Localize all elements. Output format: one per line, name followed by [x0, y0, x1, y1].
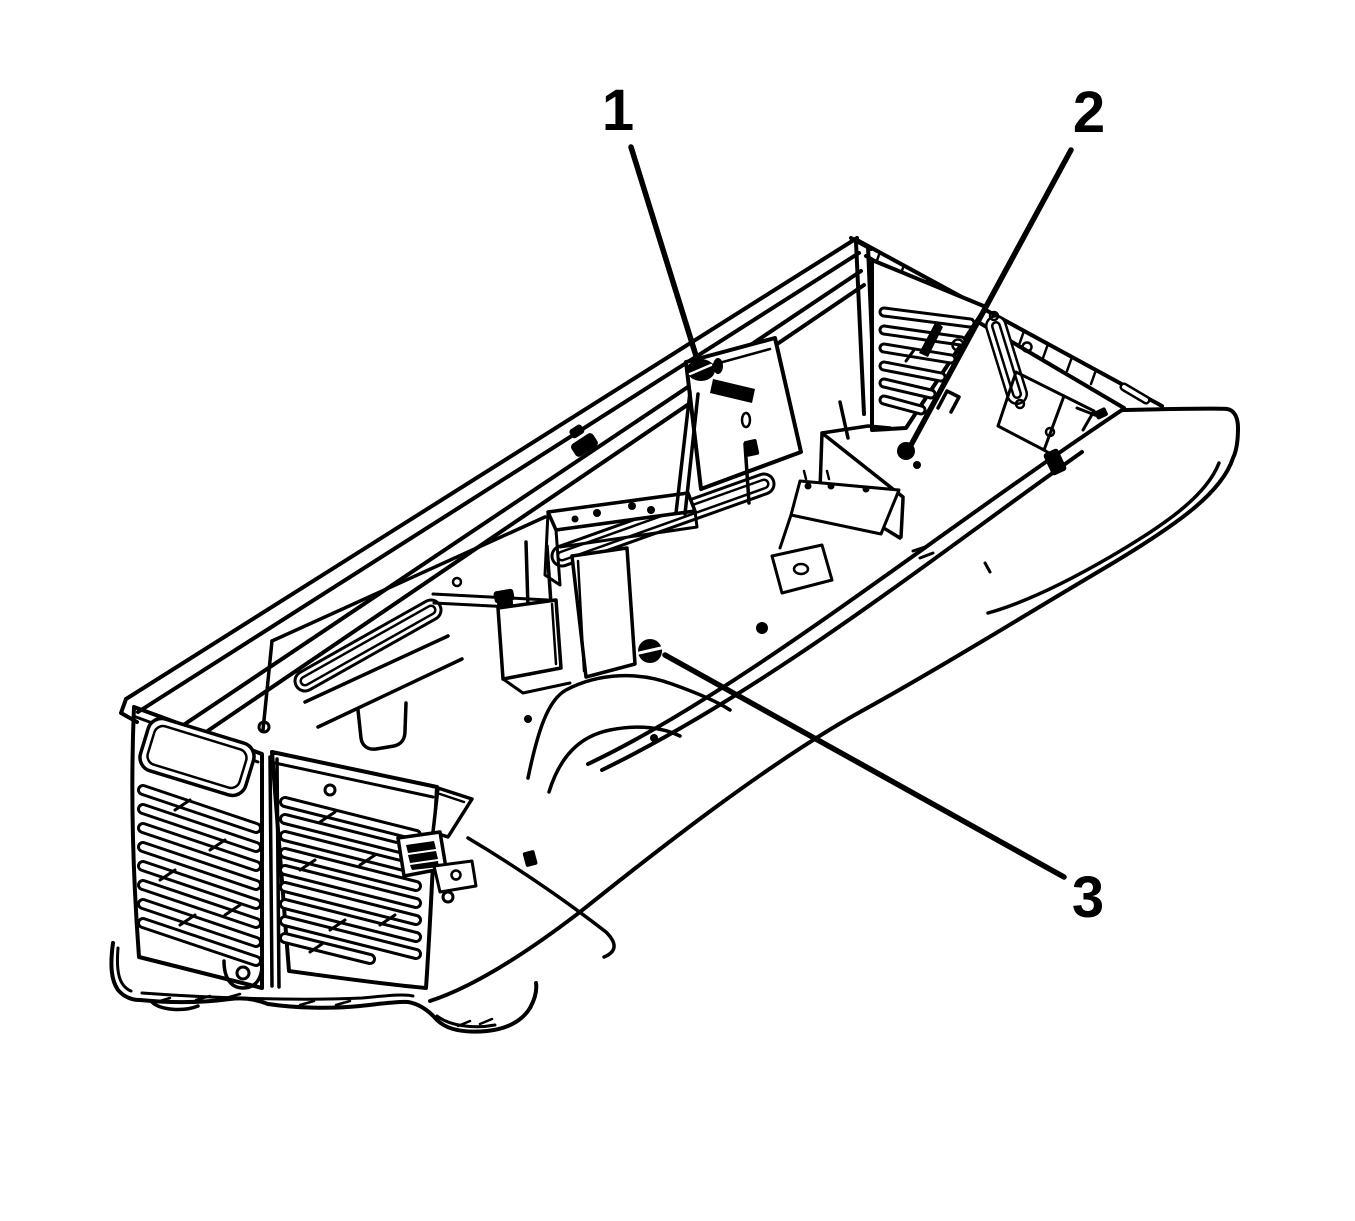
lower-bracket-stud	[756, 622, 768, 634]
callout-1: 1	[602, 78, 700, 362]
callout-1-label: 1	[602, 78, 634, 143]
bracket-cluster	[431, 336, 901, 695]
floor-stud	[650, 734, 658, 742]
callout-1-leader-line	[628, 144, 700, 362]
blade-inner-line	[576, 559, 586, 673]
platform-clip-hooks	[802, 469, 831, 481]
rail-clip-upper	[569, 424, 598, 457]
long-vent-slots	[293, 472, 776, 693]
inclined-plate-hole	[740, 411, 752, 429]
connector-end-hole	[988, 310, 1000, 322]
bar-bolt	[571, 515, 579, 523]
strut-lines	[524, 390, 850, 676]
bolt-highlight	[688, 363, 713, 376]
door-tick-marks	[911, 544, 992, 574]
wedge-inner-line	[438, 792, 466, 804]
block-flange	[432, 859, 478, 894]
panel-window	[138, 716, 256, 798]
fastener-3	[637, 639, 663, 663]
panel-lip	[273, 761, 435, 799]
left-grille	[130, 705, 264, 990]
channel-strut-clip	[493, 588, 515, 604]
callout-3-leader-line	[662, 652, 1067, 880]
floor-hole	[441, 890, 455, 904]
louver-slots-inner	[282, 799, 419, 962]
mount-tab-hole	[235, 965, 251, 981]
rail-slot-inner	[1122, 385, 1148, 402]
plate-clip	[743, 439, 760, 457]
fastener-1	[687, 358, 723, 381]
callout-2-leader-line	[908, 147, 1074, 448]
gusset-vent-slots-inner	[881, 309, 973, 413]
plate-edges	[261, 634, 464, 751]
floor-clip	[522, 850, 538, 867]
louver-hatch-ticks	[298, 810, 397, 954]
channel-inner-line	[550, 602, 558, 666]
bolt-highlight	[637, 646, 663, 655]
foot-arc-right	[435, 1014, 497, 1029]
wall-clip-tick	[904, 348, 916, 363]
bar-bolt	[647, 506, 655, 514]
slot-core	[302, 481, 767, 684]
window-outer	[138, 716, 256, 798]
face-hole	[257, 720, 271, 734]
foot-arc-left	[150, 1000, 200, 1012]
bar-bolt	[593, 509, 601, 517]
channel-flange	[501, 677, 572, 695]
base-hatch-ticks	[158, 992, 494, 1028]
top-left-rail	[119, 236, 866, 749]
wall-hole	[1021, 341, 1033, 353]
callout-2-label: 2	[1073, 80, 1105, 145]
floor	[441, 673, 732, 959]
floor-front-curve	[466, 836, 616, 959]
callout-3: 3	[662, 652, 1104, 930]
connector-end-hole	[1014, 398, 1026, 410]
wall-clip	[919, 321, 943, 357]
lower-bracket	[770, 543, 834, 595]
wedge-bracket	[431, 786, 474, 839]
callout-2: 2	[908, 80, 1105, 448]
floor-hump-curves	[526, 673, 732, 794]
mount-tab	[222, 959, 264, 990]
connector-block	[396, 830, 478, 894]
clip-head	[569, 424, 585, 439]
wedge-outline	[431, 786, 474, 839]
compartment-door	[428, 406, 1240, 1003]
window-inner	[146, 724, 248, 790]
platform-clip	[804, 482, 812, 490]
bolt-stud	[913, 461, 921, 469]
support-bar-front	[543, 509, 699, 587]
bolt-flange	[713, 358, 723, 374]
block-pins	[406, 841, 439, 870]
base-inner-lip	[115, 946, 415, 1001]
base-feet	[109, 941, 539, 1034]
platform-clip	[862, 485, 870, 493]
rail-lines	[119, 236, 866, 749]
door-crease	[986, 461, 1221, 615]
floor-stud	[524, 715, 532, 723]
bracket-link-line	[778, 513, 793, 550]
sloped-face-plate	[257, 634, 464, 797]
louver-hatch-ticks	[158, 798, 242, 927]
strut-hole	[451, 576, 463, 588]
inclined-plate-slot	[710, 379, 755, 403]
face-hole	[323, 783, 337, 797]
base-outline	[109, 941, 539, 1034]
door-outline	[428, 406, 1240, 1003]
platform-clip	[827, 482, 835, 490]
callout-3-label: 3	[1072, 865, 1104, 930]
louver-slots-inner	[140, 787, 259, 964]
bar-bolt	[628, 502, 636, 510]
rail-clip	[1094, 407, 1108, 420]
panel-outline	[130, 705, 264, 990]
clip-body	[570, 433, 598, 457]
right-grille	[270, 750, 439, 990]
channel-plate	[496, 598, 563, 681]
lower-bracket-hole	[792, 562, 810, 576]
right-wall-details	[904, 310, 1108, 476]
flange-hole	[450, 869, 462, 881]
